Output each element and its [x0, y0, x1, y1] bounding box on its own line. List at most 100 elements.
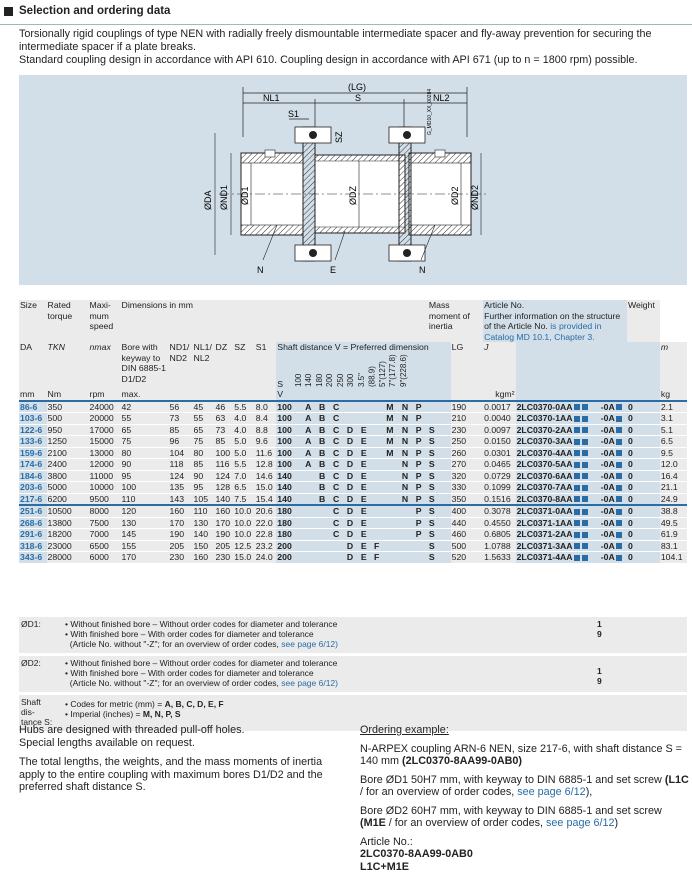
- article-number-cell: 2LC0370-1AA: [515, 412, 600, 424]
- lg-cell: 210: [450, 412, 484, 424]
- article-suffix-cell: 0: [627, 424, 660, 436]
- placeholder-square-icon: [573, 438, 580, 445]
- article-prefix: 2LC0370-2AA: [516, 424, 573, 435]
- shaft-code-cell: N: [400, 435, 415, 447]
- shaft-code-cell: [345, 400, 360, 413]
- weight-cell: 104.1: [659, 551, 687, 563]
- article-prefix: 2LC0370-0AA: [516, 401, 573, 412]
- article-mid-cell: -0A: [599, 424, 627, 436]
- shaft-code-cell: E: [359, 470, 373, 482]
- header-article-no: Article No.: [484, 300, 525, 310]
- placeholder-square-icon: [581, 543, 588, 550]
- table-cell: 128: [214, 481, 234, 493]
- shaft-column-header: 250: [335, 373, 345, 387]
- label-s: S: [355, 93, 361, 103]
- label-d2: ØD2: [450, 186, 460, 205]
- shaft-code-cell: S: [427, 517, 451, 529]
- article-suffix-cell: 0: [627, 517, 660, 529]
- placeholder-square-icon: [573, 508, 580, 515]
- table-cell: 6200: [46, 493, 89, 505]
- article-number-cell: 2LC0370-4AA: [515, 447, 600, 459]
- shaft-code-cell: S: [427, 424, 451, 436]
- table-cell: 65: [192, 424, 215, 436]
- oe-bore-d2-link[interactable]: see page 6/12: [546, 817, 615, 829]
- shaft-code-cell: C: [331, 447, 346, 459]
- shaft-code-cell: B: [318, 458, 332, 470]
- lg-cell: 230: [450, 424, 484, 436]
- article-prefix: 2LC0370-7AA: [516, 482, 573, 492]
- shaft-code-cell: [427, 412, 451, 424]
- unit-max: max.: [120, 389, 169, 401]
- header-d1d2: D1/D2: [121, 373, 147, 384]
- inertia-cell: 0.0017: [483, 400, 516, 413]
- shaft-code-cell: N: [400, 493, 415, 505]
- header-shaft-distance: Shaft distance V = Preferred dimension S…: [276, 342, 451, 389]
- shaft-code-cell: A: [304, 435, 319, 447]
- shaft-code-cell: [400, 551, 415, 563]
- shaft-column-header: 5"(127): [377, 360, 387, 387]
- label-lg: (LG): [348, 82, 366, 92]
- size-cell: 133-6: [19, 435, 47, 447]
- article-mid-cell: -0A: [599, 528, 627, 540]
- lg-cell: 520: [450, 551, 484, 563]
- shaft-code-cell: [372, 447, 386, 459]
- shaft-code-cell: [372, 458, 386, 470]
- shaft-code-cell: E: [359, 517, 373, 529]
- article-suffix-cell: 0: [627, 540, 660, 552]
- unit-mm: mm: [19, 389, 47, 401]
- placeholder-square-icon: [573, 415, 580, 422]
- shaft-code-cell: [385, 517, 401, 529]
- inertia-cell: 0.1099: [483, 481, 516, 493]
- article-prefix: 2LC0371-3AA: [516, 540, 573, 551]
- table-cell: 150: [192, 540, 215, 552]
- shaft-column-header: 140: [304, 373, 314, 387]
- note-shaft-imperial-codes: M, N, P, S: [142, 709, 181, 719]
- oe-article-2: L1C+M1E: [360, 860, 409, 873]
- table-cell: 23000: [46, 540, 89, 552]
- drawing-code: G_MD10_XX_00284: [427, 89, 433, 135]
- size-cell: 318-6: [19, 540, 47, 552]
- shaft-v-cell: 140: [276, 493, 305, 505]
- size-cell: 103-6: [19, 412, 47, 424]
- table-cell: 10.0: [233, 517, 255, 529]
- oe-bore-d2-note: / for an overview of order codes,: [388, 817, 544, 829]
- catalog-link[interactable]: is provided in Catalog MD 10.1, Chapter …: [484, 321, 602, 342]
- table-cell: 15.0: [254, 481, 277, 493]
- table-cell: 140: [192, 528, 215, 540]
- article-prefix: 2LC0370-4AA: [516, 447, 573, 458]
- unit-rpm: rpm: [88, 389, 121, 401]
- inertia-cell: 1.5633: [483, 551, 516, 563]
- shaft-code-cell: D: [345, 435, 360, 447]
- article-prefix: 2LC0370-6AA: [516, 470, 573, 481]
- header-weight: Weight: [627, 300, 660, 342]
- weight-cell: 6.5: [659, 435, 687, 447]
- article-suffix-cell: 0: [627, 458, 660, 470]
- table-cell: 11.6: [254, 447, 277, 459]
- note-d2-line3-text: (Article No. without "-Z"; for an overvi…: [69, 678, 279, 688]
- article-number-cell: 2LC0370-5AA: [515, 458, 600, 470]
- article-suffix-cell: 0: [627, 505, 660, 517]
- note-d2-link[interactable]: see page 6/12): [281, 678, 338, 688]
- shaft-code-cell: [304, 493, 319, 505]
- table-cell: 75: [120, 435, 169, 447]
- weight-cell: 61.9: [659, 528, 687, 540]
- shaft-v-cell: 100: [276, 458, 305, 470]
- shaft-code-cell: [372, 424, 386, 436]
- shaft-v-cell: 180: [276, 505, 305, 517]
- note-d1-link[interactable]: see page 6/12): [281, 639, 338, 649]
- article-prefix: 2LC0371-1AA: [516, 517, 573, 528]
- article-mid: -0A: [600, 470, 615, 481]
- table-cell: 205: [168, 540, 193, 552]
- table-cell: 143: [168, 493, 193, 505]
- table-cell: 24000: [88, 400, 121, 413]
- notes-section: ØD1: • Without finished bore – Without o…: [19, 617, 687, 734]
- article-mid: -0A: [600, 459, 615, 469]
- shaft-code-cell: N: [400, 470, 415, 482]
- oe-bore-d1-link[interactable]: see page 6/12: [517, 786, 586, 798]
- note-d1: ØD1: • Without finished bore – Without o…: [19, 617, 687, 653]
- table-cell: 90: [120, 458, 169, 470]
- table-cell: 12.8: [254, 458, 277, 470]
